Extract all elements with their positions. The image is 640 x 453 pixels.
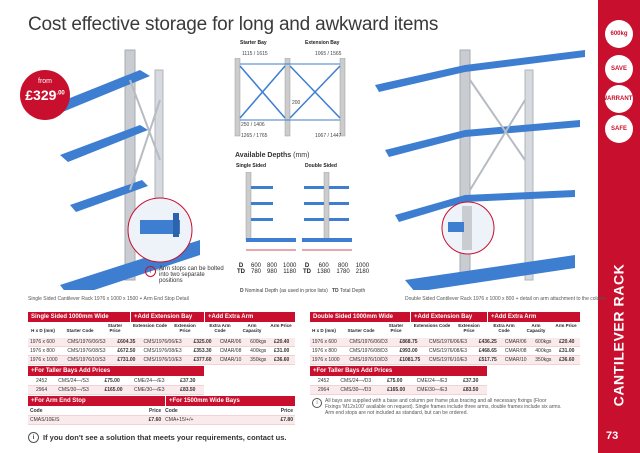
arm-end-stop-detail: [127, 197, 193, 263]
info-icon: i: [312, 398, 322, 408]
col-starter-code: Starter Code: [347, 328, 375, 333]
starter-bay-label: Starter Bay: [240, 40, 267, 46]
arm-stop-note: i Arm stops can be bolted into two separ…: [145, 266, 225, 284]
col-arm-price: Arm Price: [555, 323, 577, 328]
col-arm-code: Extra Arm Code: [493, 323, 515, 333]
extension-bay-label: Extension Bay: [305, 40, 340, 46]
info-icon: i: [145, 266, 156, 277]
dim-bottom-left-2: 1265 / 1765: [241, 133, 268, 139]
safe-badge-icon: SAFE: [605, 115, 633, 143]
left-table-header-main: Single Sided 1000mm Wide: [28, 312, 130, 322]
dim-bottom-left: 250 / 1406: [241, 122, 265, 128]
col-starter-price: Starter Price: [107, 323, 123, 333]
left-table-header-extension: +Add Extension Bay: [131, 312, 204, 322]
col-arm-price: Arm Price: [270, 323, 292, 328]
col-extension-price: Extension Price: [174, 323, 196, 333]
col-extension-price: Extension Price: [458, 323, 480, 333]
right-table-header-extension: +Add Extension Bay: [411, 312, 487, 322]
dim-top-left: 1115 / 1615: [242, 51, 268, 57]
double-sided-label: Double Sided: [305, 163, 337, 169]
right-table-header-arm: +Add Extra Arm: [488, 312, 580, 322]
col-extension-code: Extensions Code: [413, 323, 451, 328]
single-sided-rack-illustration: [40, 49, 200, 290]
depth-legend: D Nominal Depth (as used in price lists)…: [240, 288, 366, 294]
warranty-badge-icon: WARRANTY: [602, 85, 636, 113]
info-icon: i: [28, 432, 39, 443]
wide-bays-header: +For 1500mm Wide Bays: [166, 396, 295, 406]
col-arm-capacity: Arm Capacity: [242, 323, 262, 333]
arm-end-stop-header: +For Arm End Stop: [28, 396, 165, 406]
left-taller-header: +For Taller Bays Add Prices: [28, 366, 204, 376]
col-starter-code: Starter Code: [66, 328, 94, 333]
col-hd: H x D (mm): [312, 328, 336, 333]
fineprint-note: i All bays are supplied with a base and …: [312, 398, 562, 416]
weight-badge-icon: 600kg: [605, 20, 633, 48]
single-sided-label: Single Sided: [236, 163, 267, 169]
left-caption: Single Sided Cantilever Rack 1976 x 1000…: [28, 296, 189, 302]
col-hd: H x D (mm): [31, 328, 55, 333]
col-arm-code: Extra Arm Code: [209, 323, 231, 333]
depth-profiles-drawing: [245, 172, 352, 251]
right-table-header-main: Double Sided 1000mm Wide: [310, 312, 410, 322]
col-arm-capacity: Arm Capacity: [526, 323, 546, 333]
page-number: 73: [606, 430, 619, 442]
right-caption: Double Sided Cantilever Rack 1976 x 1000…: [405, 296, 607, 302]
arm-attachment-detail: [441, 201, 495, 255]
footer-contact: i If you don't see a solution that meets…: [28, 432, 287, 443]
col-extension-code: Extension Code: [132, 323, 167, 328]
dim-height: 200: [292, 100, 301, 106]
available-depths-title: Available Depths (mm): [235, 152, 310, 159]
save-badge-icon: SAVE: [605, 55, 633, 83]
double-sided-rack-illustration: [375, 49, 585, 290]
section-label: CANTILEVER RACK: [610, 263, 626, 407]
right-taller-header: +For Taller Bays Add Prices: [310, 366, 487, 376]
col-starter-price: Starter Price: [388, 323, 404, 333]
left-table-header-arm: +Add Extra Arm: [205, 312, 295, 322]
page-title: Cost effective storage for long and awkw…: [28, 14, 439, 35]
dim-bottom-right: 1067 / 1447: [315, 133, 342, 139]
dim-top-right: 1065 / 1565: [315, 51, 342, 57]
bay-elevation-drawing: [234, 58, 346, 137]
price-badge: from £329.00: [20, 70, 70, 120]
